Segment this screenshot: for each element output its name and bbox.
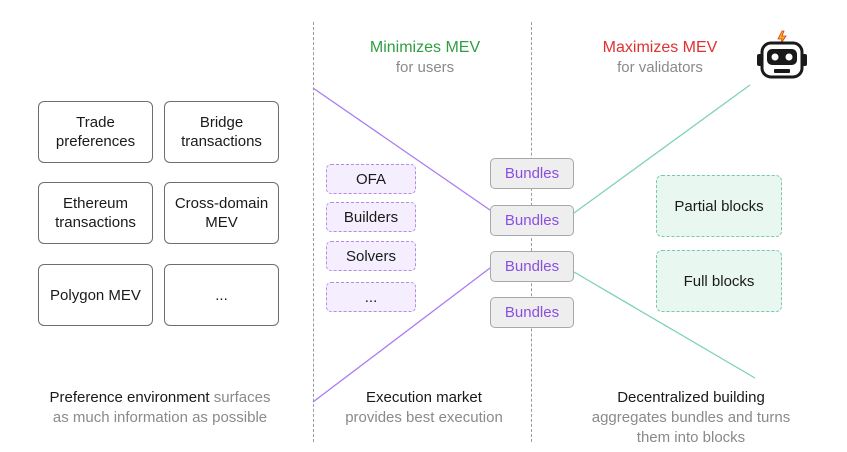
exec-more: ...: [326, 282, 416, 312]
bundle-4: Bundles: [490, 297, 574, 328]
footer-preference-gray: surfaces: [213, 389, 271, 406]
pref-trade-preferences: Trade preferences: [38, 101, 153, 163]
footer-building-line3: them into blocks: [636, 429, 746, 446]
divider-left: [313, 22, 314, 442]
header-minimizes-subtitle: for users: [395, 59, 455, 76]
pref-cross-domain-mev: Cross-domain MEV: [164, 182, 279, 244]
bundle-3: Bundles: [490, 251, 574, 282]
header-minimizes-title: Minimizes MEV: [369, 39, 481, 56]
pref-ethereum-transactions: Ethereum transactions: [38, 182, 153, 244]
block-full: Full blocks: [656, 250, 782, 312]
pref-more: ...: [164, 264, 279, 326]
footer-building-line2: aggregates bundles and turns: [591, 409, 791, 426]
teal-line-bottom: [573, 271, 756, 379]
bundle-2: Bundles: [490, 205, 574, 236]
purple-line-bottom: [312, 267, 491, 403]
exec-ofa: OFA: [326, 164, 416, 194]
footer-execution-bold: Execution market: [366, 389, 482, 406]
footer-execution-line2: provides best execution: [345, 409, 503, 426]
teal-line-top: [573, 84, 751, 214]
robot-icon: [757, 30, 807, 79]
footer-preference-line1: Preference environment surfaces: [20, 388, 300, 408]
header-maximizes: Maximizes MEV for validators: [585, 38, 735, 78]
footer-preference-line2: as much information as possible: [52, 409, 268, 426]
pref-bridge-transactions: Bridge transactions: [164, 101, 279, 163]
footer-preference-bold: Preference environment: [49, 389, 210, 406]
pref-polygon-mev: Polygon MEV: [38, 264, 153, 326]
footer-building-bold: Decentralized building: [617, 389, 765, 406]
header-maximizes-subtitle: for validators: [617, 59, 703, 76]
header-maximizes-title: Maximizes MEV: [602, 39, 718, 56]
block-partial: Partial blocks: [656, 175, 782, 237]
footer-execution: Execution market provides best execution: [325, 388, 523, 428]
header-minimizes: Minimizes MEV for users: [350, 38, 500, 78]
bundle-1: Bundles: [490, 158, 574, 189]
footer-preference: Preference environment surfaces as much …: [20, 388, 300, 428]
exec-builders: Builders: [326, 202, 416, 232]
exec-solvers: Solvers: [326, 241, 416, 271]
purple-line-top: [312, 87, 491, 211]
footer-building: Decentralized building aggregates bundle…: [545, 388, 837, 448]
